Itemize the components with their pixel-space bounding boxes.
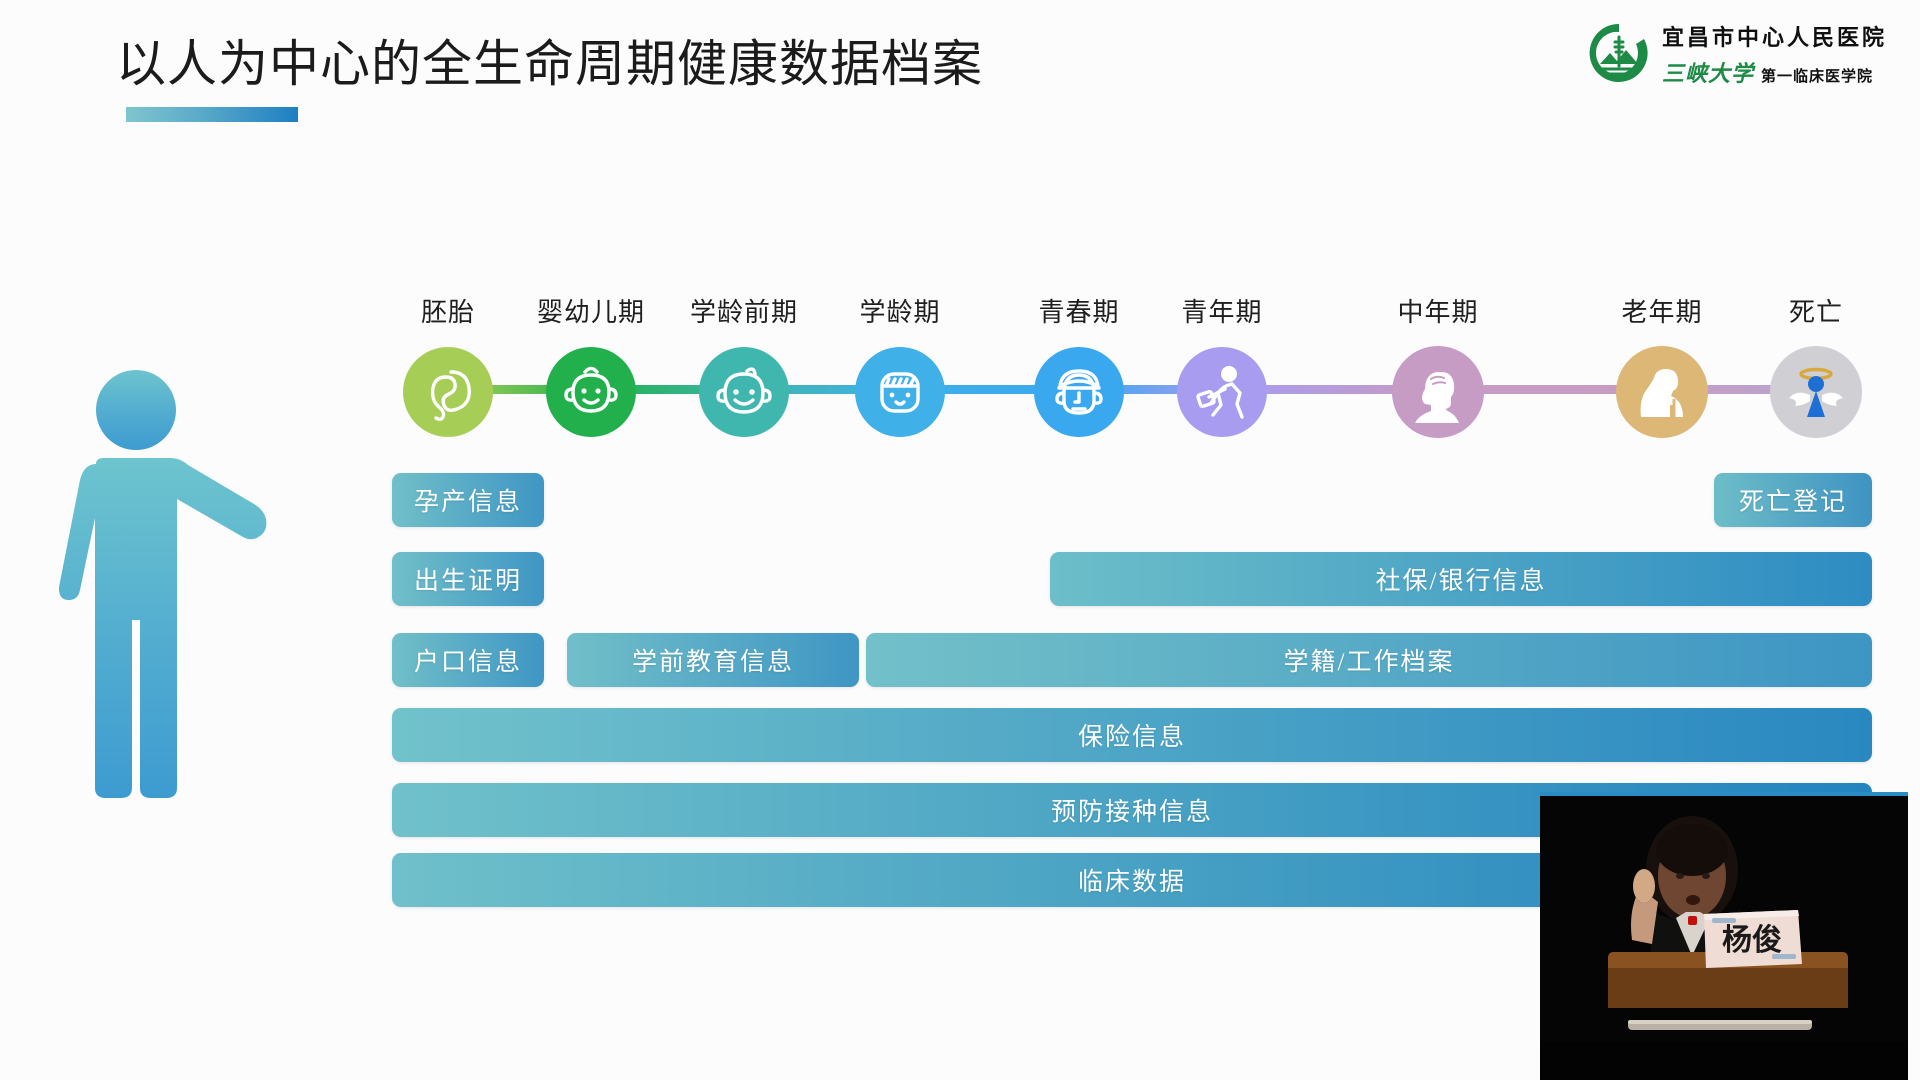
data-bar[interactable]: 社保/银行信息 — [1050, 552, 1872, 606]
stage-label-8: 老年期 — [1621, 298, 1703, 327]
data-bar[interactable]: 孕产信息 — [392, 473, 544, 527]
data-bar[interactable]: 学前教育信息 — [567, 633, 859, 687]
stage-label-4: 学龄期 — [859, 298, 941, 327]
data-bar-label: 死亡登记 — [1738, 489, 1847, 516]
data-bar-label: 学籍/工作档案 — [1283, 649, 1455, 676]
page-title: 以人为中心的全生命周期健康数据档案 — [116, 36, 983, 92]
stage-label-1: 胚胎 — [420, 298, 476, 327]
stage-label-5: 青春期 — [1038, 298, 1120, 327]
slide-header: 以人为中心的全生命周期健康数据档案 — [0, 0, 1920, 140]
data-bar-label: 预防接种信息 — [1050, 799, 1213, 826]
toddler-face-icon[interactable] — [699, 347, 789, 437]
data-bar[interactable]: 学籍/工作档案 — [866, 633, 1872, 687]
timeline-connector-line — [448, 385, 1816, 394]
stage-label-2: 婴幼儿期 — [536, 298, 646, 327]
hospital-name: 宜昌市中心人民医院 — [1662, 25, 1888, 50]
baby-face-icon[interactable] — [546, 347, 636, 437]
svg-text:杨俊: 杨俊 — [1722, 924, 1782, 957]
person-pointing-pictogram-icon — [58, 368, 358, 818]
data-bar-label: 临床数据 — [1077, 869, 1186, 896]
hospital-logo-text: 宜昌市中心人民医院 三峡大学 第一临床医学院 — [1662, 20, 1906, 88]
adult-profile-icon[interactable] — [1392, 346, 1484, 438]
data-bar[interactable]: 户口信息 — [392, 633, 544, 687]
stage-label-3: 学龄前期 — [689, 298, 799, 327]
data-bar-label: 保险信息 — [1077, 724, 1186, 751]
stage-label-6: 青年期 — [1181, 298, 1263, 327]
data-bar-label: 孕产信息 — [413, 489, 522, 516]
university-name: 三峡大学 — [1662, 61, 1755, 86]
stage-label-9: 死亡 — [1788, 298, 1844, 327]
data-bar-label: 社保/银行信息 — [1375, 568, 1547, 595]
hospital-logo-mark-icon — [1586, 20, 1652, 86]
embryo-icon[interactable] — [403, 347, 493, 437]
hospital-logo: 宜昌市中心人民医院 三峡大学 第一临床医学院 — [1586, 18, 1906, 90]
data-bar-label: 学前教育信息 — [631, 649, 794, 676]
running-worker-icon[interactable] — [1177, 347, 1267, 437]
lifecycle-timeline — [0, 280, 1920, 450]
elderly-cane-icon[interactable] — [1616, 346, 1708, 438]
angel-icon[interactable] — [1770, 346, 1862, 438]
child-face-icon[interactable] — [855, 347, 945, 437]
speaker-video-overlay[interactable]: 杨俊 — [1540, 792, 1908, 1080]
college-name: 第一临床医学院 — [1761, 69, 1874, 85]
stage-label-7: 中年期 — [1397, 298, 1479, 327]
data-bar[interactable]: 死亡登记 — [1714, 473, 1872, 527]
data-bar-label: 出生证明 — [413, 568, 522, 595]
data-bar-label: 户口信息 — [413, 649, 522, 676]
title-underline-accent — [126, 107, 298, 122]
data-bar[interactable]: 出生证明 — [392, 552, 544, 606]
data-bar[interactable]: 保险信息 — [392, 708, 1872, 762]
teen-head-icon[interactable] — [1034, 347, 1124, 437]
